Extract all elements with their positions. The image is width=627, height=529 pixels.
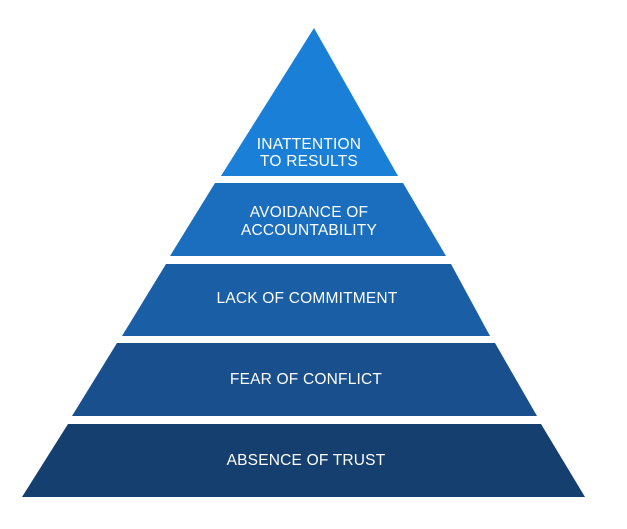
level-shape-inattention-to-results (221, 28, 398, 176)
level-fear-of-conflict: FEAR OF CONFLICT (72, 343, 537, 416)
level-shape-lack-of-commitment (122, 264, 490, 336)
level-inattention-to-results: INATTENTION TO RESULTS (221, 28, 398, 176)
level-absence-of-trust: ABSENCE OF TRUST (22, 424, 585, 497)
level-shape-avoidance-of-accountability (170, 183, 446, 256)
level-lack-of-commitment: LACK OF COMMITMENT (122, 264, 490, 336)
level-label-avoidance-line-1: AVOIDANCE OF (250, 204, 368, 221)
level-shape-absence-of-trust (22, 424, 585, 497)
level-avoidance-of-accountability: AVOIDANCE OF ACCOUNTABILITY (170, 183, 446, 256)
level-label-inattention-line-2: TO RESULTS (260, 153, 358, 170)
level-label-lack-of-commitment: LACK OF COMMITMENT (217, 290, 398, 307)
level-label-absence-of-trust: ABSENCE OF TRUST (227, 452, 386, 469)
level-label-inattention-line-1: INATTENTION (257, 136, 361, 153)
level-label-avoidance-line-2: ACCOUNTABILITY (241, 222, 377, 239)
level-shape-fear-of-conflict (72, 343, 537, 416)
level-label-fear-of-conflict: FEAR OF CONFLICT (230, 371, 383, 388)
